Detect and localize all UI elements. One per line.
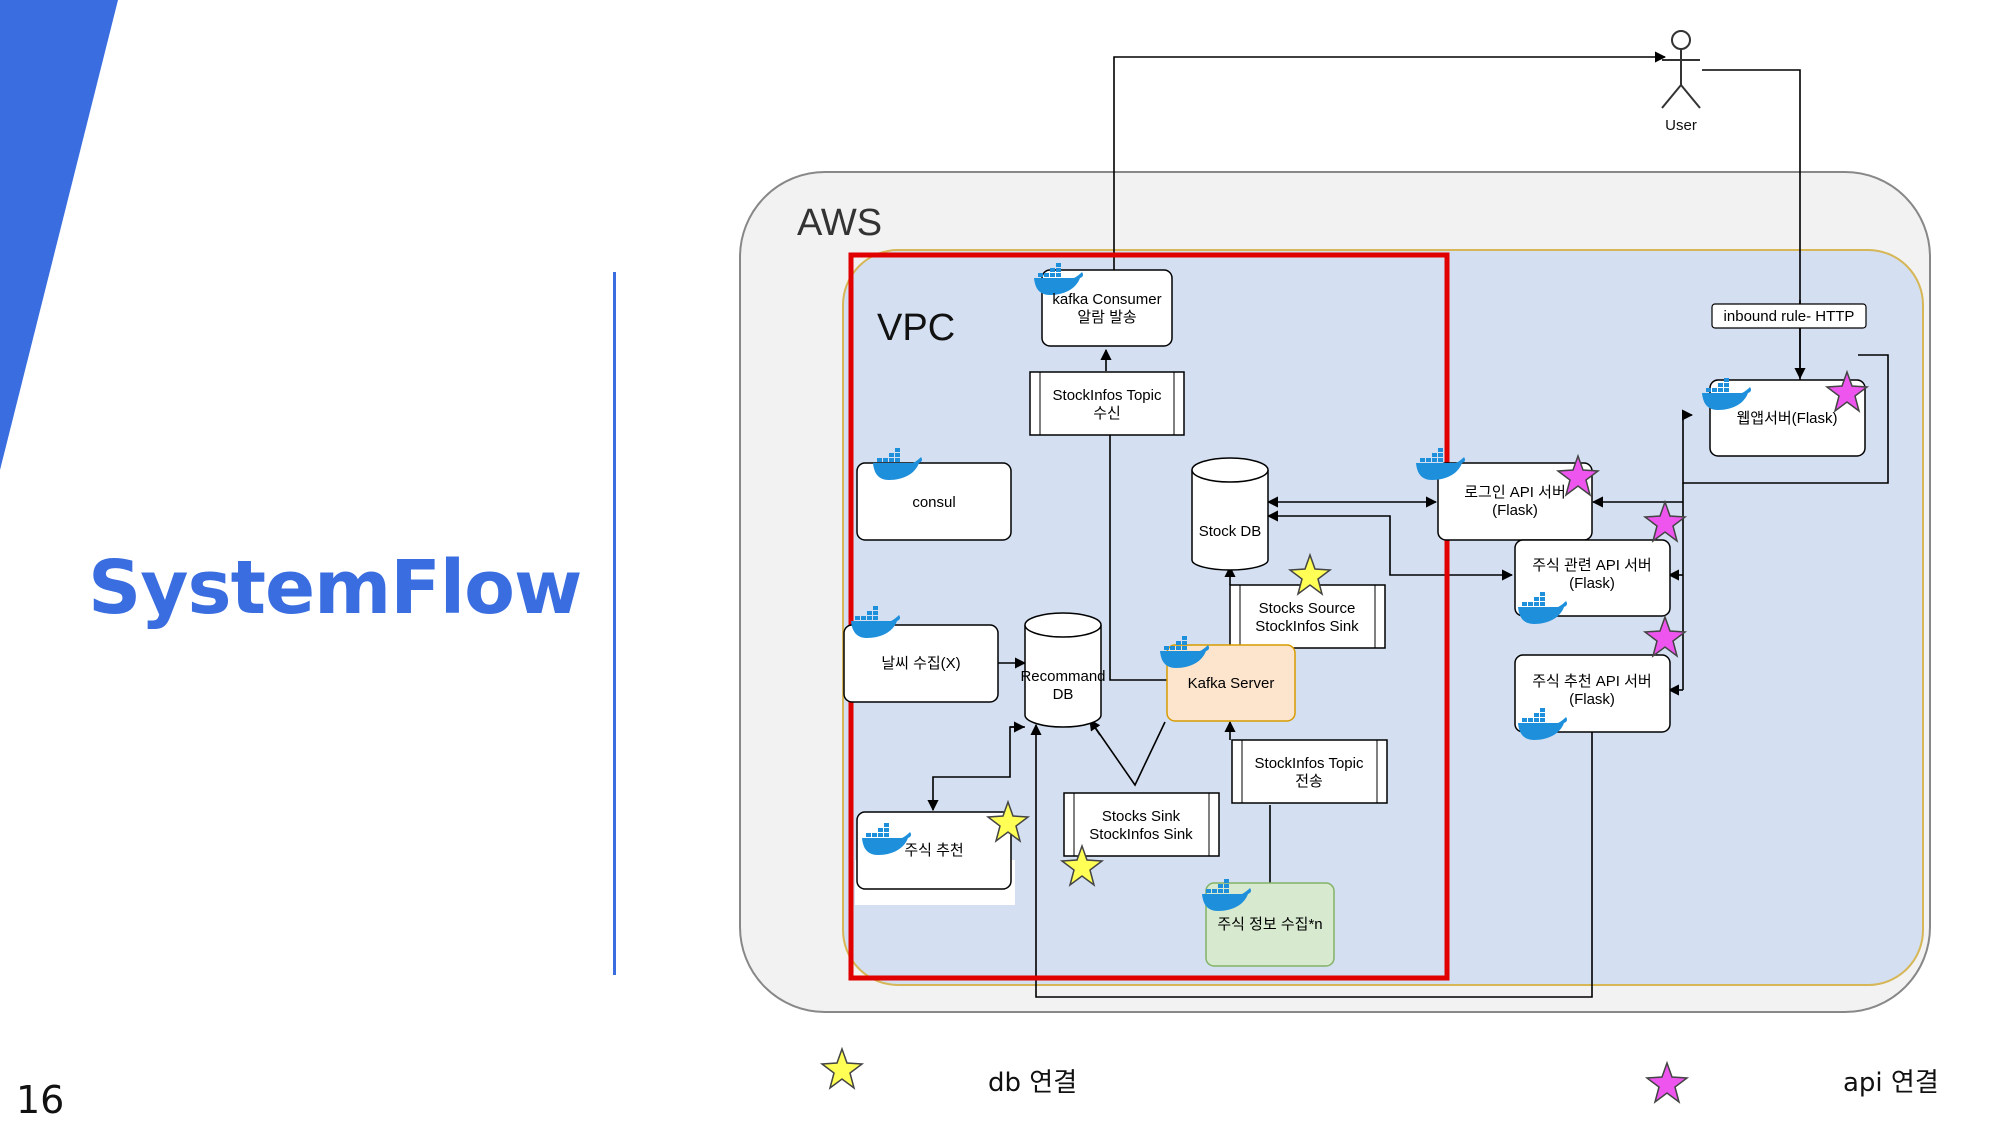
web-server-node: 웹앱서버(Flask) <box>1702 378 1866 457</box>
recommend-api-line1: 주식 추천 API 서버 <box>1532 673 1651 690</box>
user-label: User <box>1665 117 1697 134</box>
kafka-consumer-line2: 알람 발송 <box>1077 309 1136 326</box>
login-api-line2: (Flask) <box>1492 502 1538 519</box>
recommend-db-line1: Recommand <box>1020 668 1105 685</box>
page-number: 16 <box>16 1078 65 1122</box>
stocks-sink-line1: Stocks Sink <box>1102 808 1181 825</box>
legend-api-label: api 연결 <box>1843 1068 1939 1098</box>
stocks-source-line2: StockInfos Sink <box>1255 618 1359 635</box>
inbound-rule-label: inbound rule- HTTP <box>1711 303 1867 329</box>
stocks-sink-line2: StockInfos Sink <box>1089 826 1193 843</box>
stock-api-line1: 주식 관련 API 서버 <box>1532 557 1651 574</box>
legend-db-star-icon <box>821 1048 863 1089</box>
weather-node: 날씨 수집(X) <box>843 606 999 703</box>
login-api-line1: 로그인 API 서버 <box>1464 484 1566 501</box>
slide-accent-stripe <box>0 0 118 470</box>
stock-collect-label: 주식 정보 수집*n <box>1217 916 1322 933</box>
aws-label: AWS <box>797 202 882 244</box>
stock-api-line2: (Flask) <box>1569 575 1615 592</box>
stocks-source-line1: Stocks Source <box>1259 600 1356 617</box>
stock-db-label: Stock DB <box>1199 523 1262 540</box>
topic-send-node: StockInfos Topic 전송 <box>1231 739 1388 804</box>
legend-db-label: db 연결 <box>988 1068 1078 1098</box>
vpc-label: VPC <box>877 307 955 349</box>
recommend-db-line2: DB <box>1053 686 1074 703</box>
topic-receive-line2: 수신 <box>1093 405 1121 422</box>
weather-label: 날씨 수집(X) <box>881 655 960 672</box>
slide-title: SystemFlow <box>88 545 582 631</box>
kafka-consumer-line1: kafka Consumer <box>1052 291 1161 308</box>
topic-send-line1: StockInfos Topic <box>1255 755 1364 772</box>
user-actor <box>1661 30 1701 109</box>
stock-db-node: Stock DB <box>1191 457 1269 571</box>
stock-collect-node: 주식 정보 수집*n <box>1202 879 1335 967</box>
recommend-db-node: Recommand DB <box>1020 612 1106 728</box>
consul-node: consul <box>856 448 1012 541</box>
recommend-api-node: 주식 추천 API 서버 (Flask) <box>1514 654 1671 740</box>
topic-receive-node: StockInfos Topic 수신 <box>1029 371 1185 436</box>
kafka-consumer-node: kafka Consumer 알람 발송 <box>1034 263 1173 347</box>
login-api-node: 로그인 API 서버 (Flask) <box>1416 448 1593 541</box>
stock-recommend-label: 주식 추천 <box>904 842 963 859</box>
vertical-divider <box>613 272 616 975</box>
stocks-sink-node: Stocks Sink StockInfos Sink <box>1063 792 1220 857</box>
svg-text:inbound rule- HTTP: inbound rule- HTTP <box>1724 308 1855 325</box>
legend-api-star-icon <box>1646 1062 1688 1103</box>
consul-label: consul <box>912 494 955 511</box>
kafka-server-label: Kafka Server <box>1188 675 1275 692</box>
recommend-api-line2: (Flask) <box>1569 691 1615 708</box>
stock-recommend-node: 주식 추천 <box>856 811 1012 890</box>
kafka-server-node: Kafka Server <box>1160 636 1296 722</box>
stocks-source-node: Stocks Source StockInfos Sink <box>1229 584 1386 649</box>
topic-receive-line1: StockInfos Topic <box>1053 387 1162 404</box>
highlight-box <box>848 252 1450 981</box>
web-server-label: 웹앱서버(Flask) <box>1736 410 1837 427</box>
stock-api-node: 주식 관련 API 서버 (Flask) <box>1514 539 1671 624</box>
topic-send-line2: 전송 <box>1295 773 1323 790</box>
